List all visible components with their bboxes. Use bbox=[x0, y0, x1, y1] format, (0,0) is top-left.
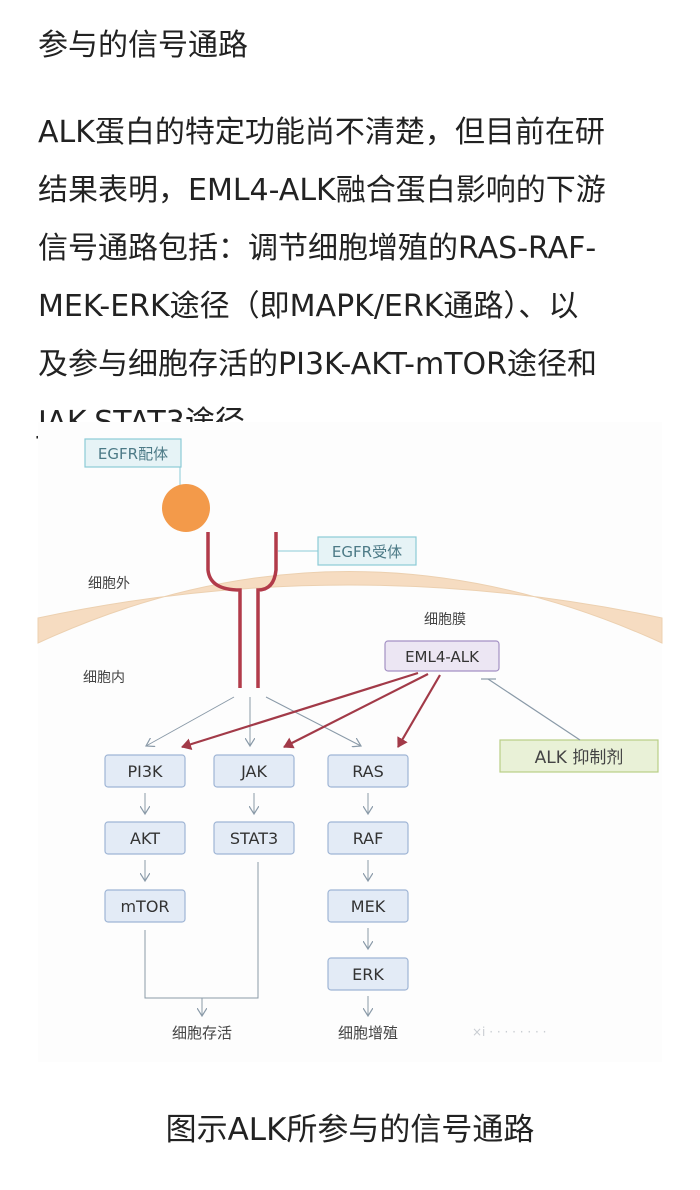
egfr-receptor-right bbox=[256, 532, 278, 688]
receptor-to-ras-arrow bbox=[265, 696, 361, 746]
cell-proliferation-label: 细胞增殖 bbox=[338, 1024, 398, 1042]
alk-to-jak-arrow bbox=[283, 673, 429, 749]
cell-membrane bbox=[37, 571, 663, 644]
pathway-node bbox=[327, 957, 409, 991]
intro-paragraph: ALK蛋白的特定功能尚不清楚，但目前在研 结果表明，EML4-ALK融合蛋白影响… bbox=[38, 104, 666, 452]
pathway-node bbox=[104, 821, 186, 855]
alk-inhibitor-label: ALK 抑制剂 bbox=[535, 748, 624, 768]
eml4-alk-label: EML4-ALK bbox=[405, 648, 480, 666]
pathway-node-label: mTOR bbox=[120, 897, 169, 916]
pathway-node-label: RAS bbox=[352, 762, 384, 781]
pathway-node-label: PI3K bbox=[127, 762, 163, 781]
pathway-node bbox=[104, 754, 186, 788]
pathway-node bbox=[327, 821, 409, 855]
intracellular-label: 细胞内 bbox=[83, 670, 125, 686]
pathway-node bbox=[213, 754, 295, 788]
alk-to-pi3k-arrow bbox=[181, 671, 419, 751]
paragraph-line: 信号通路包括：调节细胞增殖的RAS-RAF- bbox=[38, 231, 597, 266]
inhibitor-link bbox=[487, 678, 581, 741]
pathway-node-label: STAT3 bbox=[230, 829, 278, 848]
signaling-pathway-diagram: EGFR配体 EGFR受体 细胞外 细胞膜 细胞内 EML4-ALK ALK 抑… bbox=[37, 422, 663, 1062]
receptor-to-pi3k-arrow bbox=[146, 696, 235, 746]
paragraph-line: ALK蛋白的特定功能尚不清楚，但目前在研 bbox=[38, 115, 605, 150]
egfr-receptor-label-box bbox=[317, 536, 417, 566]
pathway-node-label: MEK bbox=[351, 897, 386, 916]
paragraph-line: 及参与细胞存活的PI3K-AKT-mTOR途径和 bbox=[38, 347, 597, 382]
egfr-receptor-left bbox=[206, 532, 242, 688]
pathway-node bbox=[213, 821, 295, 855]
pathway-node-label: JAK bbox=[240, 762, 267, 781]
pathway-node bbox=[327, 754, 409, 788]
egfr-receptor-label: EGFR受体 bbox=[332, 543, 402, 561]
paragraph-line: 结果表明，EML4-ALK融合蛋白影响的下游 bbox=[38, 173, 606, 208]
eml4-alk-box bbox=[384, 640, 500, 672]
egfr-ligand-label: EGFR配体 bbox=[98, 445, 168, 463]
extracellular-label: 细胞外 bbox=[88, 576, 130, 592]
watermark: ×i · · · · · · · · bbox=[472, 1025, 546, 1039]
paragraph-line: MEK-ERK途径（即MAPK/ERK通路）、以 bbox=[38, 289, 579, 324]
membrane-label: 细胞膜 bbox=[424, 612, 466, 628]
pathway-node bbox=[327, 889, 409, 923]
section-heading: 参与的信号通路 bbox=[38, 28, 248, 63]
alk-to-ras-arrow bbox=[397, 674, 441, 748]
alk-inhibitor-box bbox=[499, 739, 659, 773]
egfr-ligand bbox=[162, 484, 210, 532]
pathway-node-label: RAF bbox=[353, 829, 384, 848]
egfr-ligand-label-box bbox=[84, 438, 182, 468]
pathway-node-label: ERK bbox=[352, 965, 384, 984]
pathway-node bbox=[104, 889, 186, 923]
cell-survival-label: 细胞存活 bbox=[172, 1024, 232, 1042]
figure-caption: 图示ALK所参与的信号通路 bbox=[165, 1112, 535, 1148]
pathway-node-label: AKT bbox=[130, 829, 160, 848]
